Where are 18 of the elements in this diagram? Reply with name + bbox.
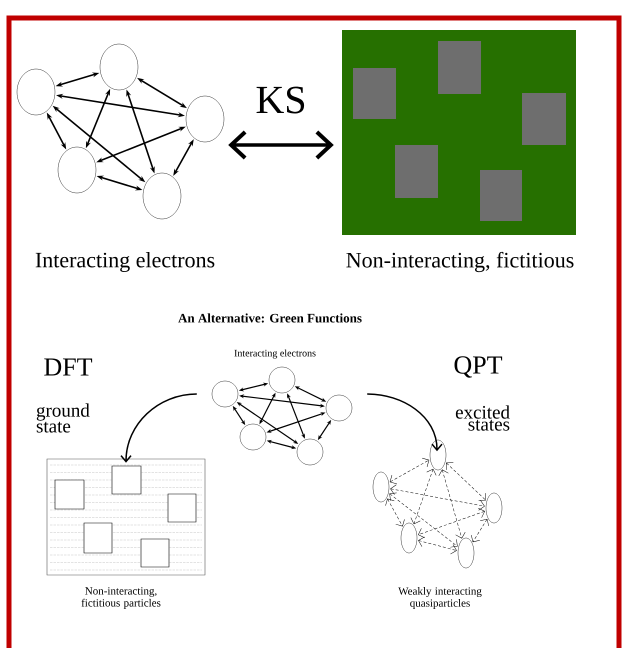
node-label: Non-interacting, fictitious bbox=[346, 252, 574, 272]
text-label: QPT bbox=[454, 356, 502, 378]
node-label: Weakly interacting quasiparticles bbox=[398, 587, 482, 609]
text-label: DFT bbox=[44, 358, 92, 376]
particles-drawing bbox=[46, 458, 206, 576]
edge-label: KS bbox=[256, 86, 304, 114]
network-drawing bbox=[372, 440, 502, 568]
arrow bbox=[120, 393, 197, 463]
arrow bbox=[228, 130, 334, 160]
node-label: Interacting electrons bbox=[234, 349, 316, 359]
node-label: Interacting electrons bbox=[36, 252, 214, 272]
node-label: Non-interacting, fictitious particles bbox=[82, 587, 160, 609]
particles-drawing bbox=[342, 30, 576, 235]
network-drawing bbox=[16, 44, 224, 220]
network-drawing bbox=[212, 366, 352, 466]
arrow bbox=[367, 393, 443, 452]
heading: An Alternative: Green Functions bbox=[178, 313, 362, 323]
text-label: ground state bbox=[36, 403, 90, 433]
